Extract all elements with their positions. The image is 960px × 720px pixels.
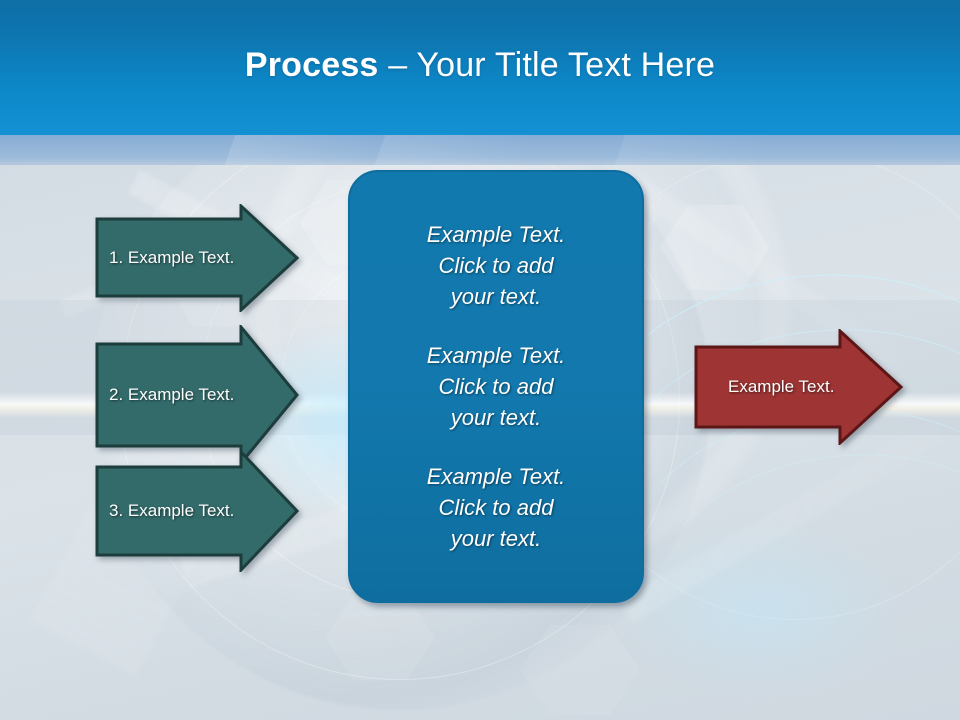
background-cyan-glow-right bbox=[610, 520, 910, 700]
center-paragraph-2-line-2: Click to add bbox=[438, 374, 554, 399]
result-arrow[interactable]: Example Text. bbox=[694, 329, 904, 445]
arrow-right-icon bbox=[95, 325, 299, 465]
page-title-bold: Process bbox=[244, 46, 379, 84]
center-paragraph-1-line-2: Click to add bbox=[438, 253, 554, 278]
step-arrow-3-label: 3. Example Text. bbox=[109, 501, 235, 520]
arrow-right-icon bbox=[95, 204, 299, 312]
center-paragraph-3: Example Text. Click to add your text. bbox=[350, 461, 642, 554]
slide-header-accent-art bbox=[0, 135, 960, 165]
center-paragraph-2-line-3: your text. bbox=[450, 405, 542, 430]
center-paragraph-2-line-1: Example Text. bbox=[426, 343, 566, 368]
slide-header-accent-band bbox=[0, 135, 960, 165]
center-paragraph-1-line-3: your text. bbox=[450, 284, 542, 309]
step-arrow-2[interactable]: 2. Example Text. bbox=[95, 325, 299, 465]
center-paragraph-3-line-1: Example Text. bbox=[426, 464, 566, 489]
slide-header-bar bbox=[0, 0, 960, 135]
step-arrow-1[interactable]: 1. Example Text. bbox=[95, 204, 299, 312]
center-paragraph-1: Example Text. Click to add your text. bbox=[350, 219, 642, 312]
center-paragraph-2: Example Text. Click to add your text. bbox=[350, 340, 642, 433]
center-content-box[interactable]: Example Text. Click to add your text. Ex… bbox=[348, 170, 644, 603]
step-arrow-1-label: 1. Example Text. bbox=[109, 248, 235, 267]
page-title-rest: – Your Title Text Here bbox=[378, 46, 716, 84]
background-hex-6 bbox=[325, 594, 435, 681]
step-arrow-3[interactable]: 3. Example Text. bbox=[95, 450, 299, 572]
arrow-right-icon bbox=[95, 450, 299, 572]
arrow-right-icon bbox=[694, 329, 904, 445]
result-arrow-label: Example Text. bbox=[728, 377, 835, 396]
center-paragraph-3-line-3: your text. bbox=[450, 526, 542, 551]
center-paragraph-3-line-2: Click to add bbox=[438, 495, 554, 520]
step-arrow-2-label: 2. Example Text. bbox=[109, 385, 235, 404]
background-hex-7 bbox=[520, 625, 640, 715]
page-title: Process – Your Title Text Here bbox=[0, 46, 960, 85]
center-paragraph-1-line-1: Example Text. bbox=[426, 222, 566, 247]
